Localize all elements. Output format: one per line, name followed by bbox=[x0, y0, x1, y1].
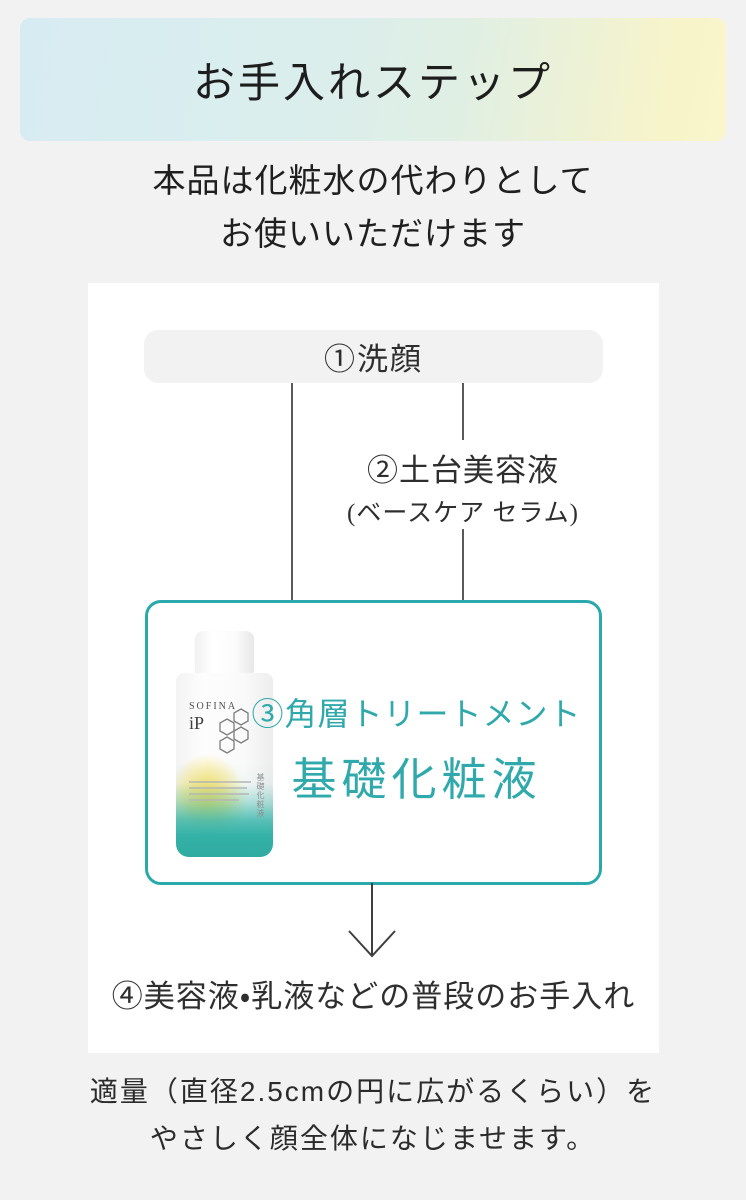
bottle-body: SOFINA iP 基礎化粧液 bbox=[176, 673, 273, 857]
bottle-brand-label: SOFINA bbox=[189, 701, 238, 712]
step2-base-serum: ②土台美容液 (ベースケア セラム) bbox=[303, 445, 623, 529]
down-arrow-icon bbox=[347, 883, 397, 964]
step4-label: ④美容液・乳液などの普段のお手入れ bbox=[111, 979, 636, 1014]
page-title: お手入れステップ bbox=[192, 61, 553, 107]
step1-label: ①洗顔 bbox=[324, 342, 423, 377]
bottle-fine-print bbox=[189, 781, 251, 805]
step1-wash-face-box: ①洗顔 bbox=[144, 330, 603, 383]
care-steps-banner: お手入れステップ bbox=[20, 18, 726, 141]
step3-product-box: SOFINA iP 基礎化粧液 bbox=[145, 600, 602, 885]
flow-connector-right-lower bbox=[462, 529, 464, 602]
step3-sublabel: 基礎化粧液 bbox=[291, 755, 542, 805]
bottle-cap bbox=[195, 631, 254, 673]
flow-connector-right-upper bbox=[462, 383, 464, 440]
bottle-line-label: iP bbox=[189, 713, 205, 733]
product-bottle-image: SOFINA iP 基礎化粧液 bbox=[176, 631, 273, 859]
usage-note: 適量（直径2.5cmの円に広がるくらい）を やさしく顔全体になじませます。 bbox=[0, 1068, 746, 1162]
intro-line-2: お使いいただけます bbox=[220, 217, 526, 253]
intro-text: 本品は化粧水の代わりとして お使いいただけます bbox=[0, 156, 746, 262]
hexagon-pattern-icon bbox=[209, 707, 253, 762]
step3-label: ③角層トリートメント bbox=[251, 696, 582, 732]
step2-label: ②土台美容液 bbox=[367, 453, 559, 488]
flow-connector-left bbox=[291, 383, 293, 603]
step4-regular-care: ④美容液・乳液などの普段のお手入れ bbox=[88, 971, 659, 1016]
usage-note-line-2: やさしく顔全体になじませます。 bbox=[149, 1123, 597, 1154]
intro-line-1: 本品は化粧水の代わりとして bbox=[152, 164, 594, 200]
steps-flowchart-panel: ①洗顔 ②土台美容液 (ベースケア セラム) SOFINA iP bbox=[88, 283, 659, 1053]
step2-sublabel: (ベースケア セラム) bbox=[347, 500, 579, 527]
usage-note-line-1: 適量（直径2.5cmの円に広がるくらい）を bbox=[89, 1076, 657, 1107]
bottle-vertical-label: 基礎化粧液 bbox=[256, 773, 265, 818]
step3-text: ③角層トリートメント 基礎化粧液 bbox=[248, 689, 585, 808]
